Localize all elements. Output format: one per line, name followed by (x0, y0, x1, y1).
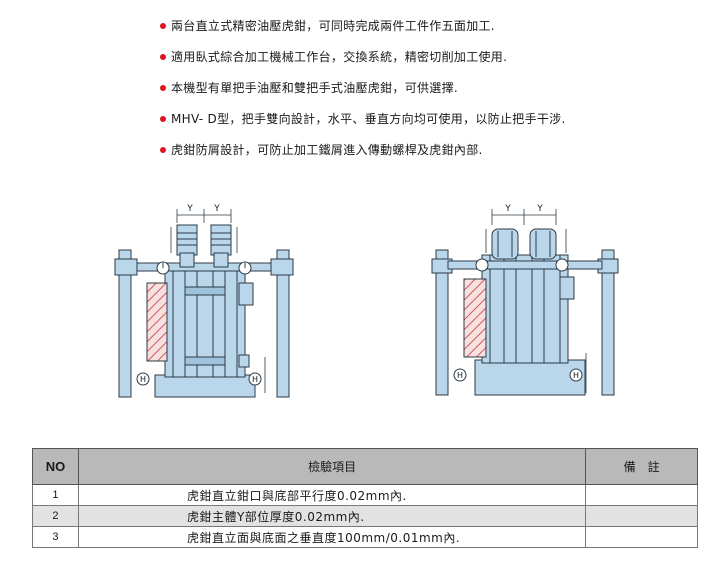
row-item: 虎鉗直立鉗口與底部平行度0.02mm內. (77, 484, 587, 506)
bullet-icon (160, 147, 166, 153)
feature-item: MHV- D型，把手雙向設計，水平、垂直方向均可使用，以防止把手干涉. (160, 111, 700, 142)
y-dimension-label: Y (213, 204, 220, 214)
table-row: 3 虎鉗直立面與底面之垂直度100mm/0.01mm內. (32, 526, 698, 548)
y-dimension-label: Y (536, 204, 543, 214)
inspection-table: NO 檢驗項目 備 註 1 虎鉗直立鉗口與底部平行度0.02mm內. 2 虎鉗主… (32, 448, 698, 548)
h-dimension-label: H (252, 375, 258, 384)
bullet-icon (160, 116, 166, 122)
h-dimension-label: H (573, 371, 579, 380)
row-number: 2 (32, 505, 79, 527)
column-header-no: NO (32, 448, 79, 485)
h-dimension-label: H (457, 371, 463, 380)
bullet-icon (160, 54, 166, 60)
feature-list: 兩台直立式精密油壓虎鉗，可同時完成兩件工件作五面加工. 適用臥式綜合加工機械工作… (160, 18, 700, 173)
row-remark (585, 526, 698, 548)
table-row: 2 虎鉗主體Y部位厚度0.02mm內. (32, 505, 698, 527)
row-number: 1 (32, 484, 79, 506)
y-dimension-label: Y (504, 204, 511, 214)
row-item: 虎鉗主體Y部位厚度0.02mm內. (77, 505, 587, 527)
row-remark (585, 505, 698, 527)
y-dimension-label: Y (186, 204, 193, 214)
feature-item: 兩台直立式精密油壓虎鉗，可同時完成兩件工件作五面加工. (160, 18, 700, 49)
column-header-remark: 備 註 (585, 448, 698, 485)
feature-item: 虎鉗防屑設計，可防止加工鐵屑進入傳動螺桿及虎鉗內部. (160, 142, 700, 173)
bullet-icon (160, 85, 166, 91)
bullet-icon (160, 23, 166, 29)
row-remark (585, 484, 698, 506)
row-item: 虎鉗直立面與底面之垂直度100mm/0.01mm內. (77, 526, 587, 548)
table-header-row: NO 檢驗項目 備 註 (32, 448, 698, 485)
feature-item: 適用臥式綜合加工機械工作台，交換系統，精密切削加工使用. (160, 49, 700, 80)
column-header-item: 檢驗項目 (77, 448, 587, 485)
vise-diagram-single-handle: Y Y H H (114, 204, 294, 398)
feature-item: 本機型有單把手油壓和雙把手式油壓虎鉗，可供選擇. (160, 80, 700, 111)
row-number: 3 (32, 526, 79, 548)
table-row: 1 虎鉗直立鉗口與底部平行度0.02mm內. (32, 484, 698, 506)
vise-diagram-double-handle: Y Y H H (431, 204, 619, 396)
h-dimension-label: H (140, 375, 146, 384)
